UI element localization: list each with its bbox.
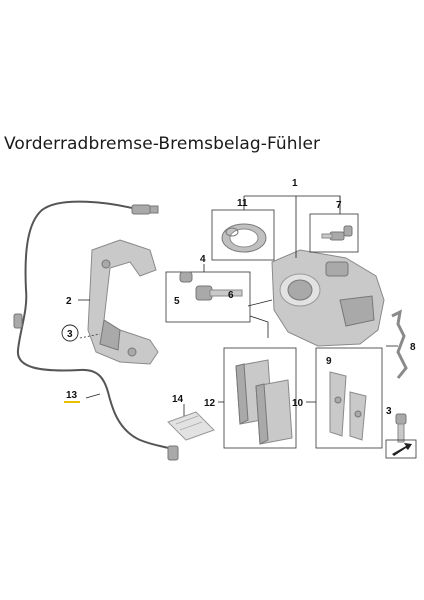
- page-title: Vorderradbremse-Bremsbelag-Fühler: [4, 134, 321, 154]
- brake-caliper-housing[interactable]: [271, 249, 385, 347]
- callout-2: 2: [66, 296, 72, 307]
- callout-4: 4: [200, 254, 206, 265]
- callout-3b: 3: [386, 406, 392, 417]
- callout-6: 6: [228, 290, 234, 301]
- brake-pad-sensor[interactable]: [13, 200, 179, 461]
- callout-13: 13: [66, 390, 78, 401]
- callout-3-circle: [61, 324, 79, 342]
- callout-14: 14: [172, 394, 184, 405]
- callout-13-highlight: [64, 401, 80, 403]
- clip-set-box: [315, 347, 383, 449]
- callout-9: 9: [326, 356, 332, 367]
- callout-10: 10: [292, 398, 304, 409]
- callout-1: 1: [292, 178, 298, 189]
- callout-5: 5: [174, 296, 180, 307]
- guide-bolt[interactable]: [195, 285, 243, 301]
- caliper-carrier[interactable]: [87, 239, 159, 365]
- callout-7: 7: [336, 200, 342, 211]
- bleeder-box: [309, 213, 359, 253]
- bleeder-valve[interactable]: [321, 225, 353, 241]
- mounting-bolt[interactable]: [395, 413, 407, 443]
- brake-pad-box: [223, 347, 297, 449]
- pad-clips[interactable]: [329, 371, 367, 441]
- seal-kit-box: [211, 209, 275, 261]
- direction-arrow-icon: [392, 443, 412, 456]
- callout-12: 12: [204, 398, 216, 409]
- callout-8: 8: [410, 342, 416, 353]
- anti-rattle-spring[interactable]: [391, 309, 408, 379]
- brake-pads[interactable]: [235, 359, 293, 445]
- guide-bolt-box: [165, 271, 251, 323]
- guide-sleeve[interactable]: [179, 271, 193, 283]
- piston-seal[interactable]: [221, 223, 267, 253]
- callout-3: 3: [67, 329, 73, 340]
- arrow-box: [385, 439, 417, 459]
- lubricant-packet[interactable]: [167, 411, 215, 441]
- callout-11: 11: [237, 198, 248, 209]
